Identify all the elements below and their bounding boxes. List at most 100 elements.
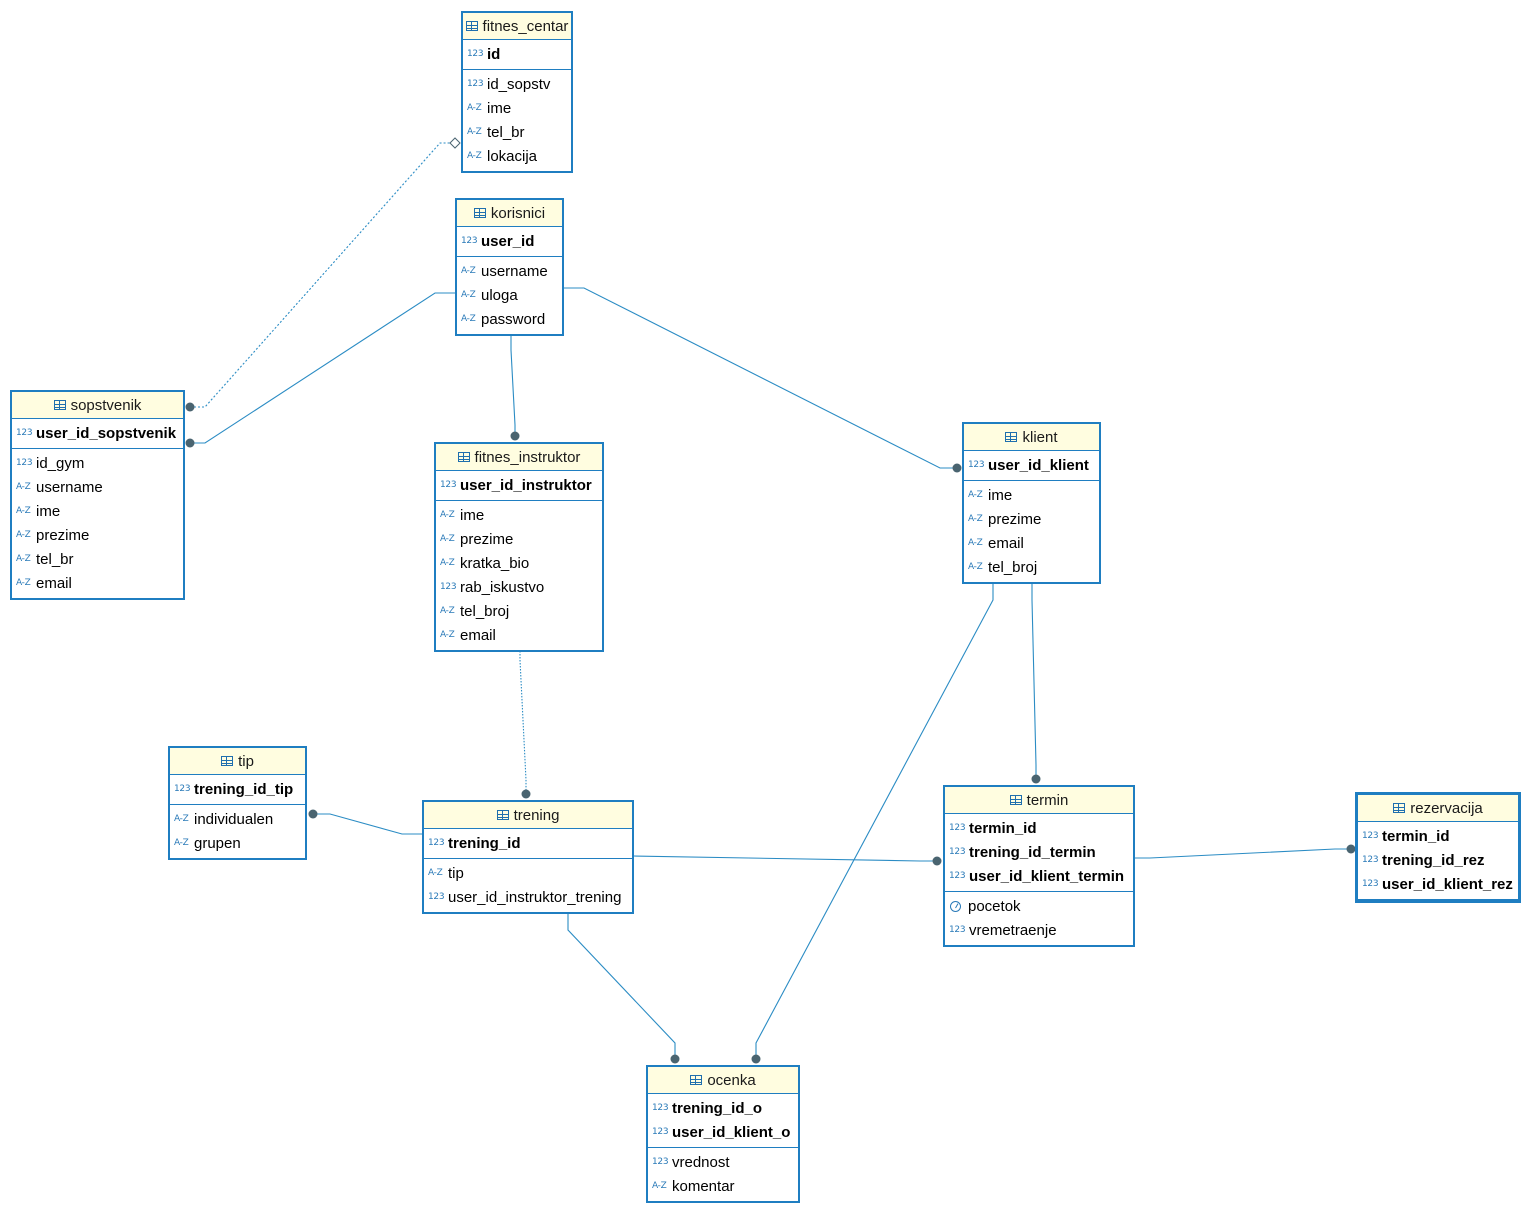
numeric-type-icon: 123 — [949, 925, 966, 935]
rel-sopstvenik-korisnici — [190, 292, 456, 444]
column-name: individualen — [194, 810, 274, 828]
text-type-icon: A-Z — [16, 506, 31, 516]
entity-header[interactable]: fitnes_instruktor — [436, 444, 602, 471]
column-row[interactable]: pocetok — [945, 894, 1133, 918]
column-name: email — [988, 534, 1024, 552]
entity-header[interactable]: rezervacija — [1358, 795, 1518, 822]
entity-header[interactable]: fitnes_centar — [463, 13, 571, 40]
text-type-icon: A-Z — [652, 1181, 667, 1191]
column-row[interactable]: A-Z email — [964, 531, 1099, 555]
numeric-type-icon: 123 — [174, 784, 191, 794]
rel-trening-termin — [633, 855, 937, 862]
text-type-icon: A-Z — [968, 538, 983, 548]
text-type-icon: A-Z — [440, 534, 455, 544]
entity-header[interactable]: tip — [170, 748, 305, 775]
endpoint-dot — [1031, 774, 1041, 784]
entity-header[interactable]: trening — [424, 802, 632, 829]
column-name: trening_id_o — [672, 1099, 763, 1117]
column-name: email — [36, 574, 72, 592]
entity-title: rezervacija — [1410, 799, 1483, 817]
column-name: trening_id_termin — [969, 843, 1096, 861]
entity-header[interactable]: ocenka — [648, 1067, 798, 1094]
numeric-type-icon: 123 — [467, 49, 484, 59]
entity-header[interactable]: sopstvenik — [12, 392, 183, 419]
column-name: prezime — [36, 526, 90, 544]
column-row[interactable]: A-Z komentar — [648, 1174, 798, 1198]
text-type-icon: A-Z — [461, 266, 476, 276]
entity-title: fitnes_centar — [482, 17, 569, 35]
text-type-icon: A-Z — [440, 558, 455, 568]
column-name: komentar — [672, 1177, 735, 1195]
column-name: username — [36, 478, 103, 496]
entity-header[interactable]: korisnici — [457, 200, 562, 227]
table-icon — [1009, 795, 1022, 805]
column-name: lokacija — [487, 147, 538, 165]
entity-header[interactable]: klient — [964, 424, 1099, 451]
entity-header[interactable]: termin — [945, 787, 1133, 814]
text-type-icon: A-Z — [440, 630, 455, 640]
optional-diamond — [449, 137, 461, 149]
entity-title: ocenka — [707, 1071, 756, 1089]
column-name: user_id_klient_o — [672, 1123, 791, 1141]
column-name: ime — [988, 486, 1013, 504]
